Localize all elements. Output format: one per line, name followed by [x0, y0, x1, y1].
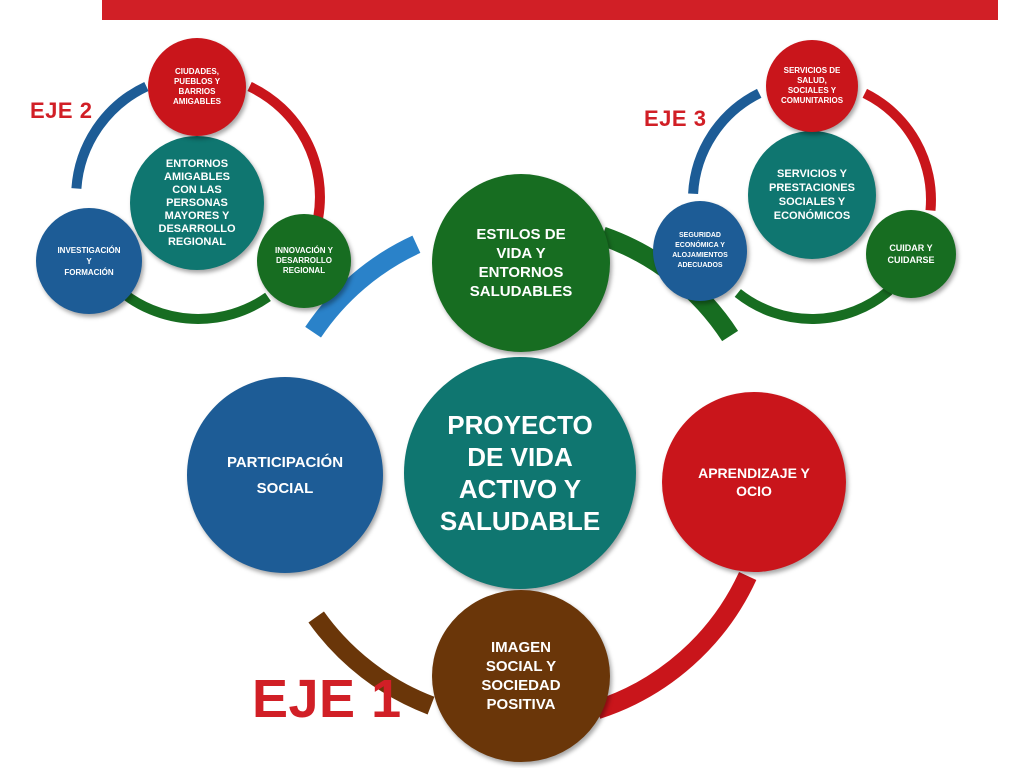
eje1-node-bottom: IMAGEN SOCIAL Y SOCIEDAD POSITIVA — [432, 590, 610, 762]
eje2-node-right: INNOVACIÓN Y DESARROLLO REGIONAL — [257, 214, 351, 308]
eje2-arc-right-left — [114, 285, 271, 324]
eje1-node-right: APRENDIZAJE Y OCIO — [662, 392, 846, 572]
eje1-arc-right-bottom — [594, 572, 757, 719]
eje2-node-top-text: CIUDADES, PUEBLOS Y BARRIOS AMIGABLES — [173, 67, 221, 106]
eje1-node-left: PARTICIPACIÓN SOCIAL — [187, 377, 383, 573]
eje1-center-node: PROYECTO DE VIDA ACTIVO Y SALUDABLE — [404, 357, 636, 589]
eje2-node-left-text: INVESTIGACIÓN Y FORMACIÓN — [57, 245, 121, 277]
eje1-node-top-text: ESTILOS DE VIDA Y ENTORNOS SALUDABLES — [469, 226, 573, 300]
eje2-node-top: CIUDADES, PUEBLOS Y BARRIOS AMIGABLES — [148, 38, 246, 136]
eje1-center-text: PROYECTO DE VIDA ACTIVO Y SALUDABLE — [439, 410, 601, 536]
eje1-arc-left-top — [305, 235, 421, 338]
eje2-label: EJE 2 — [30, 98, 93, 123]
eje3-node-right-text: CUIDAR Y CUIDARSE — [887, 243, 935, 265]
eje2-node-left: INVESTIGACIÓN Y FORMACIÓN — [36, 208, 142, 314]
eje3-node-left: SEGURIDAD ECONÓMICA Y ALOJAMIENTOS ADECU… — [653, 201, 747, 301]
eje3-node-top-text: SERVICIOS DE SALUD, SOCIALES Y COMUNITAR… — [780, 66, 844, 105]
eje2-center-text: ENTORNOS AMIGABLES CON LAS PERSONAS MAYO… — [158, 157, 236, 248]
eje1-label: EJE 1 — [252, 669, 402, 729]
eje3-node-right: CUIDAR Y CUIDARSE — [866, 210, 956, 298]
eje3-arc-right-left — [734, 286, 893, 324]
eje1-arc-bottom-left — [308, 611, 435, 715]
eje3-arc-top-right — [862, 88, 936, 211]
eje1-node-bottom-text: IMAGEN SOCIAL Y SOCIEDAD POSITIVA — [481, 639, 561, 713]
eje3-node-top: SERVICIOS DE SALUD, SOCIALES Y COMUNITAR… — [766, 40, 858, 132]
eje3-center-text: SERVICIOS Y PRESTACIONES SOCIALES Y ECON… — [769, 168, 855, 222]
eje1-node-right-text: APRENDIZAJE Y OCIO — [698, 465, 810, 499]
eje3-label: EJE 3 — [644, 106, 707, 131]
eje2-arc-top-right — [247, 81, 325, 220]
eje1-node-left-text: PARTICIPACIÓN SOCIAL — [226, 453, 344, 497]
eje2-arc-left-top — [71, 81, 149, 189]
eje2-node-right-text: INNOVACIÓN Y DESARROLLO REGIONAL — [275, 246, 333, 275]
eje1-node-top: ESTILOS DE VIDA Y ENTORNOS SALUDABLES — [432, 174, 610, 352]
header-bar — [102, 0, 998, 20]
eje2-center-node: ENTORNOS AMIGABLES CON LAS PERSONAS MAYO… — [130, 136, 264, 270]
eje3-node-left-text: SEGURIDAD ECONÓMICA Y ALOJAMIENTOS ADECU… — [672, 232, 728, 269]
eje3-arc-left-top — [688, 88, 762, 195]
eje3-center-node: SERVICIOS Y PRESTACIONES SOCIALES Y ECON… — [748, 131, 876, 259]
